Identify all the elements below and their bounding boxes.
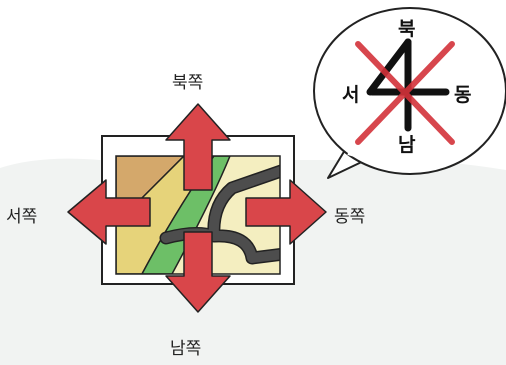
cross-out-mark-icon (355, 41, 455, 145)
label-south: 남쪽 (170, 339, 202, 359)
arrow-west (67, 179, 151, 245)
speech-bubble (313, 7, 506, 179)
arrow-south (165, 231, 231, 313)
label-west: 서쪽 (6, 207, 38, 227)
arrow-east (245, 179, 327, 245)
bubble-label-west: 서 (342, 84, 360, 106)
label-east: 동쪽 (334, 207, 366, 227)
bubble-label-south: 남 (398, 134, 416, 156)
bubble-label-east: 동 (454, 84, 472, 106)
label-north: 북쪽 (172, 73, 204, 93)
arrow-north (165, 103, 231, 191)
bubble-label-north: 북 (398, 18, 416, 40)
